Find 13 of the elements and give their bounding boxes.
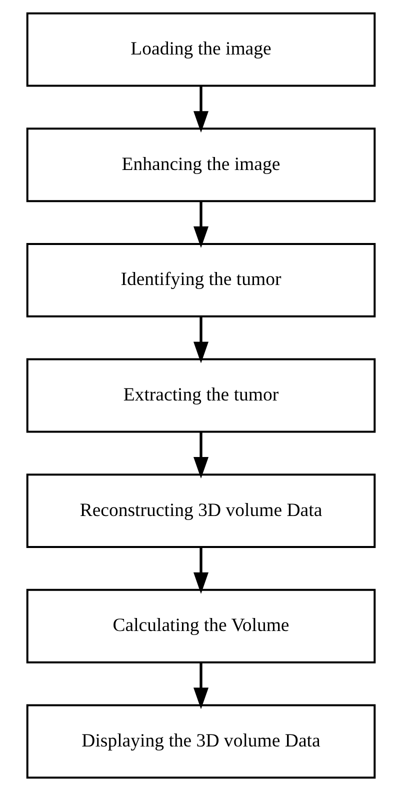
node-box: Extracting the tumor	[26, 358, 376, 433]
node-box: Loading the image	[26, 12, 376, 87]
node-box: Identifying the tumor	[26, 242, 376, 318]
arrow	[193, 432, 209, 479]
node-box: Enhancing the image	[26, 128, 376, 202]
arrow	[193, 316, 209, 364]
node-box: Displaying the 3D volume Data	[26, 704, 376, 779]
arrow	[193, 547, 209, 594]
arrow	[193, 201, 209, 248]
arrow	[193, 86, 209, 133]
node-box: Calculating the Volume	[26, 588, 376, 664]
node-box: Reconstructing 3D volume Data	[26, 474, 376, 548]
arrow	[193, 662, 209, 710]
